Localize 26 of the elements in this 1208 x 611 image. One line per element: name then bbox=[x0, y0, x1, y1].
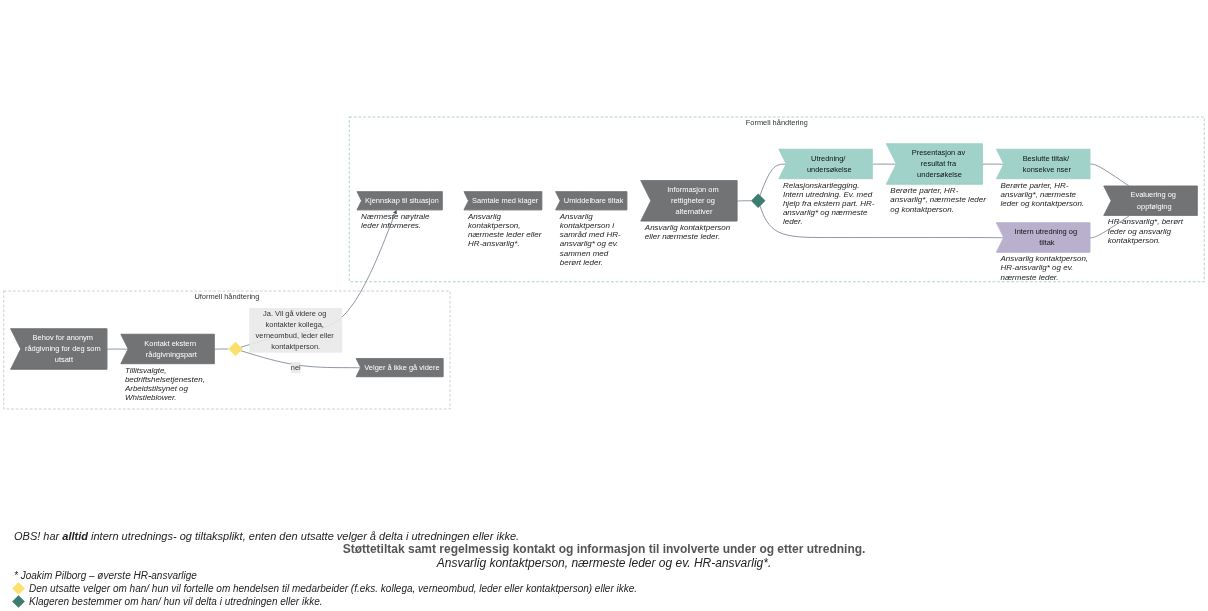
node-caption: Ansvarlig kontaktperson eller nærmeste leder. bbox=[644, 223, 732, 242]
node-caption: Nærmeste nøytrale leder informeres. bbox=[361, 211, 431, 231]
legend-text: Klageren bestemmer om han/ hun vil delta i utredningen eller ikke. bbox=[29, 596, 323, 607]
connector bbox=[759, 163, 787, 196]
connector bbox=[106, 348, 129, 350]
support-text: Støttetiltak samt regelmessig kontakt og informasjon til involverte under og etter utredning. bbox=[341, 542, 867, 556]
node-caption: Ansvarlig kontaktperson, HR-ansvarlig* og ev. nærmeste leder. bbox=[1000, 254, 1090, 282]
node-caption: Berørte parter, HR-ansvarlig*, nærmeste leder og kontaktperson. bbox=[1000, 180, 1086, 209]
node-caption: Ansvarlig kontaktperson i samråd med HR-ansvarlig* og ev. sammen med berørt leder. bbox=[559, 211, 622, 267]
node-caption: Tillitsvalgte, bedriftshelsetjenesten, Arbeidstilsynet og Whistleblower. bbox=[124, 365, 206, 403]
node-caption: Berørte parter, HR-ansvarlig*, nærmeste leder og kontaktperson. bbox=[890, 186, 987, 214]
connector bbox=[736, 200, 752, 202]
legend-text: Den utsatte velger om han/ hun vil fortelle om hendelsen til medarbeider (f.eks. kollega, verneombud, leder eller kontaktperson) eller ikke. bbox=[29, 583, 638, 594]
connector bbox=[1089, 215, 1130, 239]
connector bbox=[240, 350, 362, 369]
connector bbox=[1089, 163, 1130, 187]
note-text: OBS! har alltid intern utrednings- og tiltaksplikt, enten den utsatte velger å delta i utredningen eller ikke. bbox=[14, 530, 521, 542]
footnote: * Joakim Pilborg – øverste HR-ansvarlige bbox=[14, 570, 198, 581]
support-text: Ansvarlig kontaktperson, nærmeste leder og ev. HR-ansvarlig*. bbox=[435, 556, 773, 570]
node-caption: HR-ansvarlig*, berørt leder og ansvarlig kontaktperson. bbox=[1107, 217, 1184, 245]
node-diamond bbox=[751, 193, 766, 208]
connector bbox=[759, 205, 1005, 239]
node-caption: Ansvarlig kontaktperson, nærmeste leder eller HR-ansvarlig*. bbox=[468, 211, 543, 249]
connector bbox=[214, 348, 229, 350]
node-caption: Relasjonskartlegging. Intern utredning. Ev. med hjelp fra ekstern part. HR-ansvarlig* og nærmeste leder. bbox=[782, 180, 876, 227]
node-diamond bbox=[228, 341, 243, 357]
